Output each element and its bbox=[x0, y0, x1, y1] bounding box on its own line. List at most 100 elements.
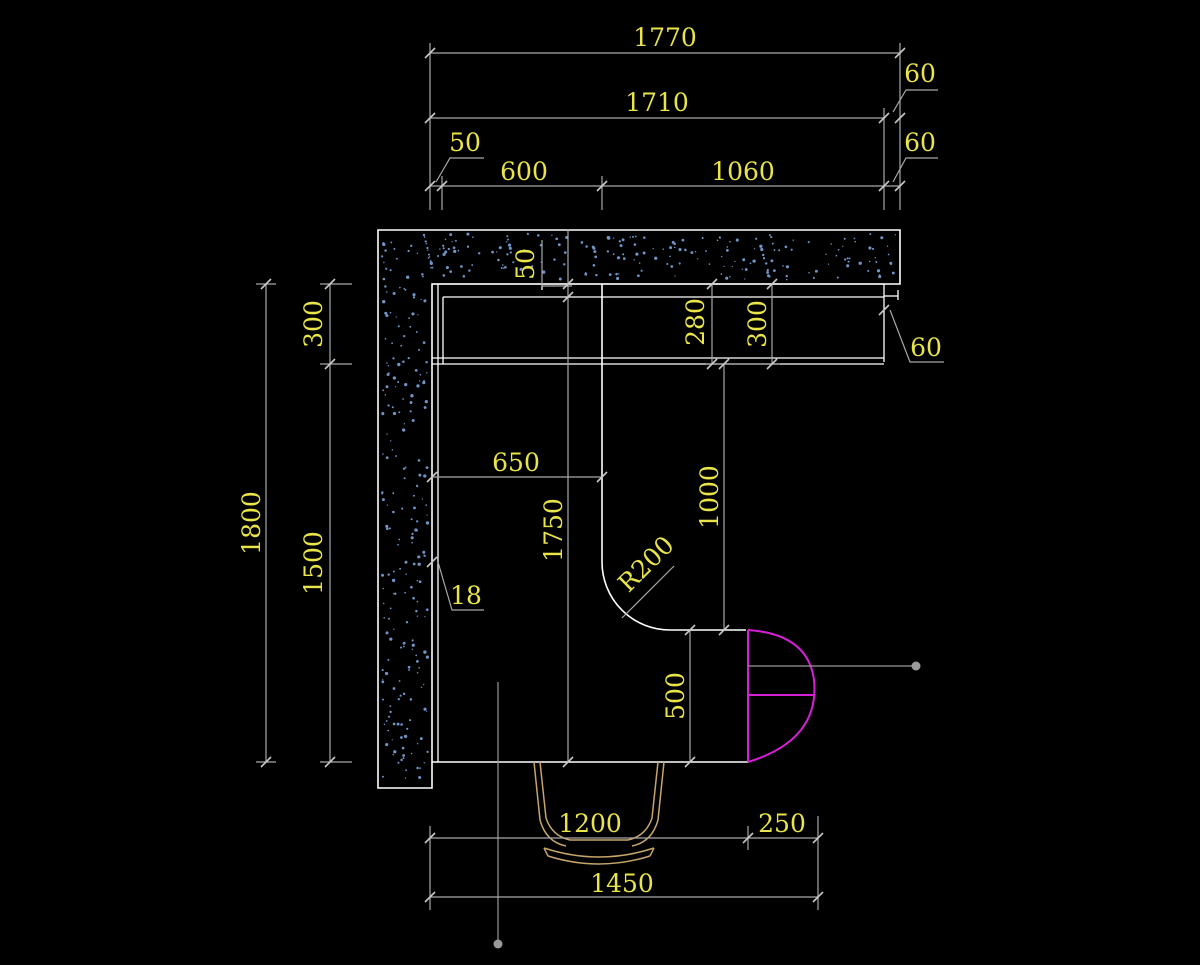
speckle-dot bbox=[539, 244, 542, 247]
speckle-dot bbox=[643, 236, 646, 239]
speckle-dot bbox=[876, 269, 881, 273]
speckle-dot bbox=[752, 259, 756, 263]
speckle-dot bbox=[725, 248, 729, 252]
dimension-tick bbox=[706, 358, 718, 370]
speckle-dot bbox=[580, 241, 584, 244]
speckle-dot bbox=[773, 249, 776, 252]
speckle-dot bbox=[837, 248, 840, 251]
speckle-dot bbox=[592, 246, 596, 250]
dim-1200: 1200 bbox=[558, 809, 622, 838]
speckle-dot bbox=[778, 249, 781, 252]
speckle-dot bbox=[894, 234, 896, 236]
speckle-dot bbox=[417, 562, 421, 566]
speckle-dot bbox=[612, 237, 615, 239]
speckle-dot bbox=[444, 238, 447, 241]
dimension-tick bbox=[260, 756, 272, 768]
speckle-dot bbox=[418, 776, 422, 779]
dim-1710: 1710 bbox=[625, 88, 689, 117]
dim-r200: R200 bbox=[612, 530, 680, 598]
speckle-dot bbox=[731, 265, 733, 268]
speckle-dot bbox=[390, 440, 392, 442]
speckle-dot bbox=[858, 261, 862, 265]
speckle-dot bbox=[629, 236, 631, 238]
speckle-dot bbox=[425, 521, 430, 525]
speckle-dot bbox=[622, 253, 625, 256]
speckle-dot bbox=[407, 356, 410, 360]
speckle-dot bbox=[595, 273, 598, 277]
speckle-dot bbox=[402, 360, 405, 363]
speckle-dot bbox=[825, 253, 827, 255]
speckle-dot bbox=[557, 243, 561, 247]
speckle-dot bbox=[871, 247, 875, 250]
speckle-dot bbox=[411, 419, 415, 422]
speckle-dot bbox=[422, 550, 426, 554]
speckle-dot bbox=[382, 602, 385, 605]
speckle-dot bbox=[382, 300, 386, 304]
dim-600: 600 bbox=[500, 157, 548, 186]
speckle-dot bbox=[397, 362, 401, 367]
speckle-dot bbox=[423, 299, 427, 303]
speckle-dot bbox=[519, 267, 523, 271]
speckle-dot bbox=[457, 249, 460, 252]
speckle-dot bbox=[666, 262, 669, 266]
speckle-dot bbox=[411, 639, 414, 642]
speckle-dot bbox=[423, 762, 425, 764]
speckle-dot bbox=[418, 348, 420, 351]
speckle-dot bbox=[399, 567, 402, 570]
dimension-tick bbox=[766, 358, 778, 370]
speckle-dot bbox=[394, 592, 397, 595]
speckle-dot bbox=[878, 274, 881, 276]
dimension-tick bbox=[324, 278, 336, 290]
speckle-dot bbox=[445, 265, 449, 270]
speckle-dot bbox=[408, 317, 410, 319]
speckle-dot bbox=[453, 249, 457, 254]
speckle-dot bbox=[381, 492, 384, 495]
dimension-tick bbox=[424, 891, 436, 903]
speckle-dot bbox=[408, 668, 411, 671]
speckle-dot bbox=[749, 262, 752, 265]
speckle-dot bbox=[506, 235, 509, 238]
speckle-dot bbox=[412, 296, 416, 299]
speckle-dot bbox=[652, 247, 654, 250]
speckle-dot bbox=[388, 372, 390, 374]
speckle-dot bbox=[505, 240, 508, 243]
dim-1750: 1750 bbox=[539, 498, 568, 562]
speckle-dot bbox=[403, 423, 406, 425]
speckle-dot bbox=[468, 269, 471, 272]
speckle-dot bbox=[384, 671, 389, 676]
speckle-dot bbox=[671, 240, 675, 244]
speckle-dot bbox=[766, 268, 769, 272]
speckle-dot bbox=[808, 272, 810, 274]
speckle-dot bbox=[385, 267, 388, 270]
speckle-dot bbox=[669, 255, 671, 258]
speckle-dot bbox=[424, 240, 427, 243]
dimension-tick bbox=[436, 180, 448, 192]
speckle-dot bbox=[392, 411, 397, 416]
speckle-dot bbox=[409, 698, 413, 701]
speckle-dot bbox=[412, 293, 416, 297]
speckle-dot bbox=[420, 298, 422, 301]
speckle-dot bbox=[426, 246, 429, 250]
speckle-dot bbox=[385, 456, 389, 460]
speckle-dot bbox=[442, 247, 445, 250]
speckle-dot bbox=[835, 254, 838, 257]
speckle-dot bbox=[397, 381, 400, 383]
speckle-dot bbox=[792, 239, 794, 241]
speckle-dot bbox=[654, 256, 658, 260]
speckle-dot bbox=[502, 267, 505, 269]
speckle-dot bbox=[427, 249, 429, 251]
speckle-dot bbox=[424, 400, 428, 404]
speckle-dot bbox=[405, 769, 408, 772]
speckle-dot bbox=[634, 235, 637, 238]
speckle-dot bbox=[836, 276, 839, 279]
dim-500: 500 bbox=[661, 672, 690, 720]
speckle-dot bbox=[402, 692, 406, 696]
speckle-dot bbox=[417, 555, 421, 559]
speckle-dot bbox=[381, 412, 385, 416]
speckle-dot bbox=[426, 750, 429, 754]
speckle-dot bbox=[619, 244, 623, 248]
speckle-dot bbox=[421, 273, 424, 276]
speckle-dot bbox=[770, 259, 774, 263]
speckle-dot bbox=[423, 554, 426, 558]
speckle-dot bbox=[771, 242, 774, 245]
